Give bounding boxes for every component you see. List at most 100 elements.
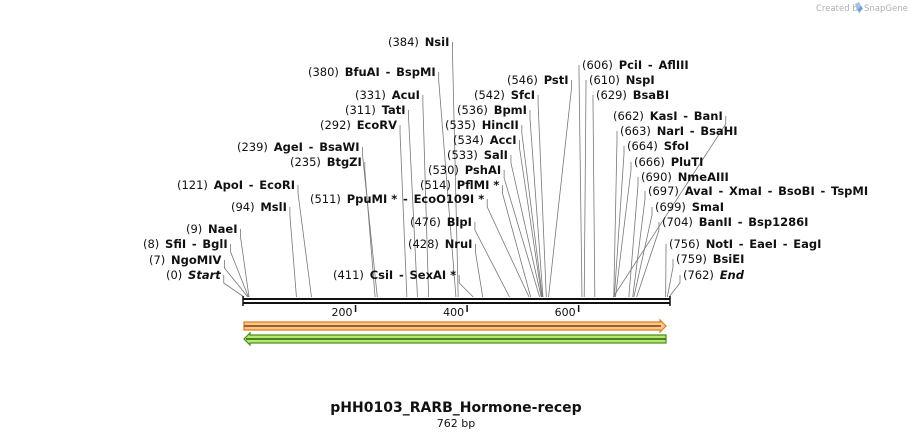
enzyme-name: BanI: [694, 109, 723, 123]
credit-prefix: Created by: [816, 4, 863, 14]
site-position: (331): [355, 88, 386, 102]
feature-reverse: [243, 331, 667, 347]
ruler-tick-label: 200: [332, 306, 353, 319]
site-position: (690): [641, 170, 672, 184]
site-leader-line: [613, 131, 618, 298]
credit-brand: SnapGene: [864, 4, 908, 14]
site-position: (9): [186, 222, 202, 236]
enzyme-name: EcoO109I *: [414, 192, 485, 206]
site-position: (239): [237, 140, 268, 154]
site-label: (610) NspI: [589, 73, 655, 87]
site-leader-line: [592, 95, 596, 298]
enzyme-name: PflMI *: [457, 178, 500, 192]
site-label: (533) SalI: [447, 148, 508, 162]
site-leader-line: [364, 162, 376, 298]
site-label: (666) PluTI: [634, 155, 703, 169]
site-label: (239) AgeI - BsaWI: [237, 140, 360, 154]
site-leader-line: [510, 155, 542, 298]
enzyme-name: EaeI: [749, 237, 777, 251]
site-leader-line: [422, 95, 430, 298]
enzyme-name: CsiI: [370, 268, 394, 282]
site-label: (380) BfuAI - BspMI: [308, 65, 436, 79]
site-position: (235): [290, 155, 321, 169]
site-position: (380): [308, 65, 339, 79]
enzyme-name: BanII: [699, 215, 732, 229]
enzyme-name: BsaWI: [319, 140, 359, 154]
site-separator: -: [303, 140, 319, 154]
site-leader-line: [224, 260, 249, 298]
site-leader-line: [578, 65, 583, 298]
site-position: (0): [166, 268, 182, 282]
site-leader-line: [240, 229, 250, 298]
site-leader-line: [666, 259, 674, 298]
site-leader-line: [475, 244, 484, 298]
site-position: (610): [589, 73, 620, 87]
enzyme-name: Bsp1286I: [748, 215, 808, 229]
enzyme-name: BglI: [202, 237, 227, 251]
enzyme-name: SfcI: [511, 88, 535, 102]
site-label: (535) HincII: [445, 118, 519, 132]
site-leader-line: [636, 222, 660, 298]
site-position: (121): [177, 178, 208, 192]
site-position: (663): [620, 124, 651, 138]
enzyme-name: AflIII: [658, 58, 688, 72]
site-label: (542) SfcI: [474, 88, 535, 102]
site-label: (411) CsiI - SexAI *: [333, 268, 456, 282]
site-separator: -: [380, 65, 396, 79]
map-title: pHH0103_RARB_Hormone-recep: [330, 400, 581, 416]
site-position: (542): [474, 88, 505, 102]
site-separator: -: [677, 109, 693, 123]
enzyme-name: BlpI: [447, 215, 472, 229]
site-position: (94): [231, 200, 255, 214]
site-label: (697) AvaI - XmaI - BsoBI - TspMI: [648, 184, 868, 198]
site-leader-line: [628, 177, 639, 298]
site-leader-line: [289, 207, 297, 298]
site-position: (428): [408, 237, 439, 251]
enzyme-name: PshAI: [465, 163, 501, 177]
site-leader-line: [519, 140, 543, 298]
site-separator: -: [762, 184, 778, 198]
site-label: (476) BlpI: [410, 215, 472, 229]
enzyme-name: ApoI: [214, 178, 243, 192]
site-label: (662) KasI - BanI: [613, 109, 723, 123]
site-leader-line: [451, 42, 459, 298]
site-leader-line: [615, 162, 632, 298]
ruler-tick-label: 400: [443, 306, 464, 319]
site-labels: (384) NsiI(380) BfuAI - BspMI(331) AcuI(…: [143, 35, 868, 282]
snapgene-logo-icon: [855, 2, 863, 12]
enzyme-name: HincII: [482, 118, 519, 132]
enzyme-name: KasI: [650, 109, 678, 123]
enzyme-name: NaeI: [208, 222, 237, 236]
enzyme-name: PstI: [544, 73, 569, 87]
site-position: (759): [676, 252, 707, 266]
enzyme-name: AgeI: [274, 140, 303, 154]
site-label: (384) NsiI: [388, 35, 449, 49]
site-position: (535): [445, 118, 476, 132]
enzyme-name: NgoMIV: [171, 253, 221, 267]
site-leader-line: [230, 244, 249, 298]
site-label: (121) ApoI - EcoRI: [177, 178, 295, 192]
site-position: (476): [410, 215, 441, 229]
site-position: (762): [683, 268, 714, 282]
site-position: (292): [320, 118, 351, 132]
site-position: (704): [662, 215, 693, 229]
site-label: (663) NarI - BsaHI: [620, 124, 738, 138]
site-position: (411): [333, 268, 364, 282]
site-position: (666): [634, 155, 665, 169]
enzyme-name: BsaHI: [700, 124, 737, 138]
site-position: (7): [149, 253, 165, 267]
enzyme-name: SfoI: [664, 139, 689, 153]
site-label: (94) MslI: [231, 200, 287, 214]
site-position: (536): [457, 103, 488, 117]
site-position: (511): [310, 192, 341, 206]
site-position: (530): [428, 163, 459, 177]
site-position: (756): [669, 237, 700, 251]
feature-forward: [243, 318, 667, 334]
site-leader-line: [503, 170, 540, 298]
site-label: (511) PpuMI * - EcoO109I *: [310, 192, 484, 206]
enzyme-name: XmaI: [729, 184, 762, 198]
site-label: (311) TatI: [345, 103, 406, 117]
site-position: (534): [453, 133, 484, 147]
site-leader-line: [223, 275, 245, 298]
